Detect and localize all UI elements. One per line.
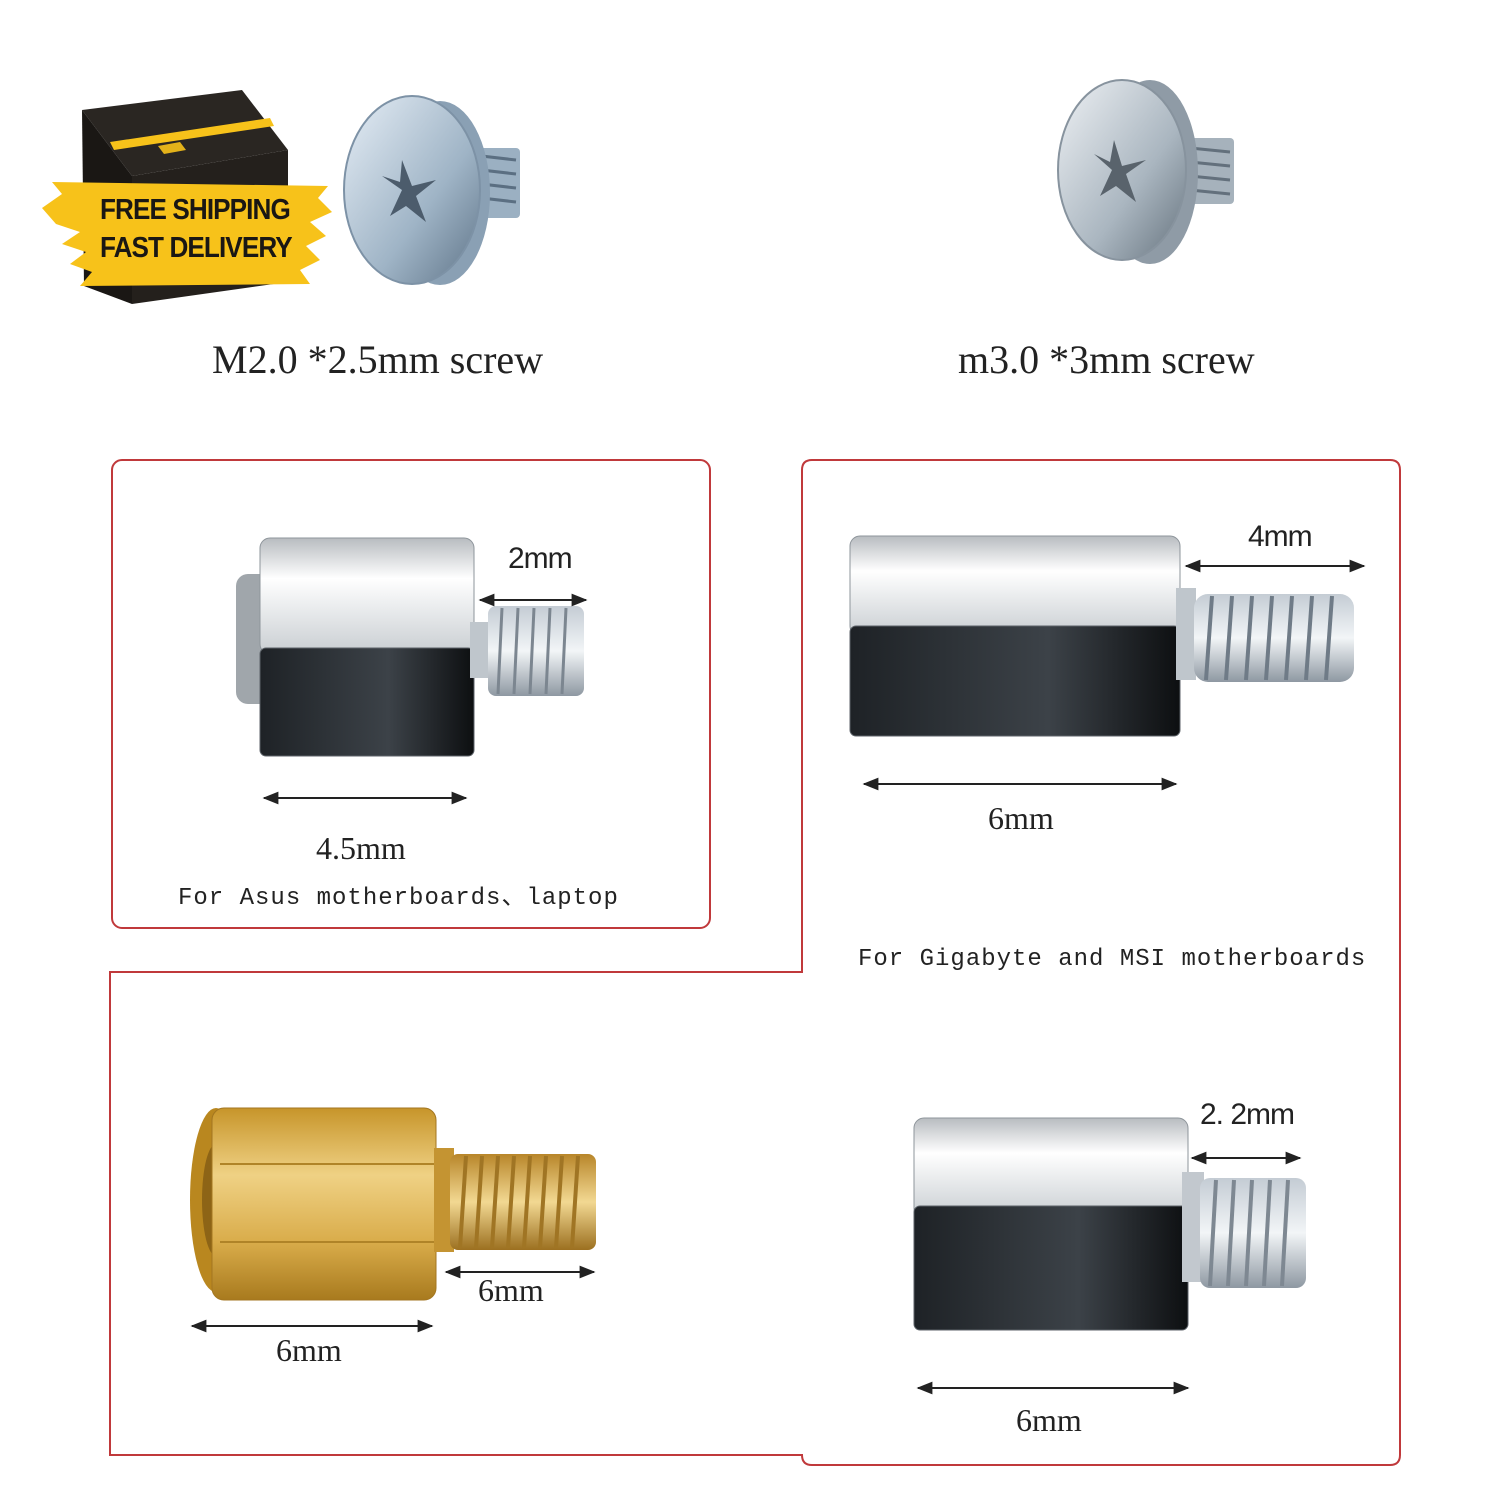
brass-thread-dimension-arrow (444, 1265, 596, 1279)
brass-thread-length: 6mm (478, 1272, 544, 1308)
m2-screw-label: M2.0 *2.5mm screw (212, 337, 544, 382)
brass-standoff-image (190, 1107, 596, 1301)
badge-line-2: FAST DELIVERY (100, 232, 293, 264)
badge-line-1: FREE SHIPPING (100, 194, 291, 226)
asus-thread-dimension-arrow (478, 593, 588, 607)
silver-standoff-image (913, 1117, 1306, 1331)
asus-body-dimension-arrow (262, 791, 468, 805)
gigabyte-standoff-image (849, 535, 1354, 737)
gigabyte-body-length: 6mm (988, 800, 1054, 836)
asus-body-length: 4.5mm (316, 830, 406, 866)
asus-panel-frame (111, 459, 711, 929)
gigabyte-body-dimension-arrow (862, 777, 1178, 791)
m2-screw-image (343, 95, 520, 285)
free-shipping-badge: FREE SHIPPING FAST DELIVERY (40, 90, 340, 310)
asus-usage-text: For Asus motherboards、laptop (178, 885, 619, 912)
m3-screw-image (1057, 79, 1234, 264)
brass-body-dimension-arrow (190, 1319, 434, 1333)
gigabyte-thread-dimension-arrow (1184, 559, 1366, 573)
silver-body-dimension-arrow (916, 1381, 1190, 1395)
lower-panel-frame (109, 459, 1401, 1466)
asus-thread-length: 2mm (508, 542, 573, 575)
gigabyte-thread-length: 4mm (1248, 520, 1313, 553)
m3-screw-label: m3.0 *3mm screw (958, 337, 1255, 382)
silver-thread-length: 2. 2mm (1200, 1098, 1295, 1131)
gigabyte-usage-text: For Gigabyte and MSI motherboards (858, 946, 1367, 973)
silver-thread-dimension-arrow (1190, 1151, 1302, 1165)
brass-body-length: 6mm (276, 1332, 342, 1368)
silver-body-length: 6mm (1016, 1402, 1082, 1438)
asus-standoff-image (236, 537, 584, 757)
